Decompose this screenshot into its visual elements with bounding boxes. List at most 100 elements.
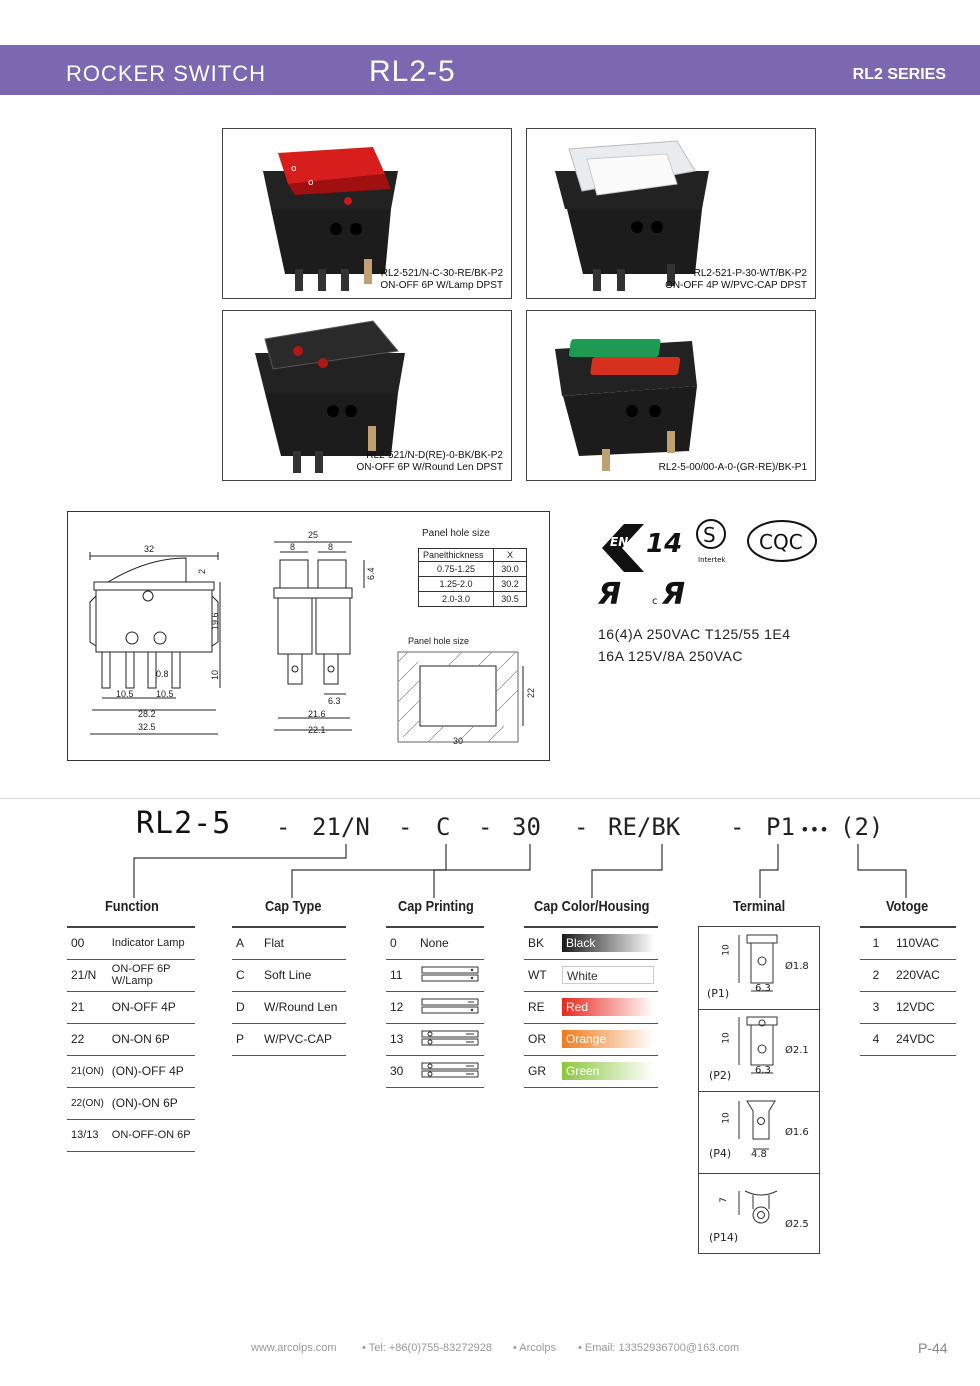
p4-width: 4.8	[751, 1149, 767, 1160]
function-code: 21(ON)	[67, 1055, 108, 1088]
table-cell: 0.75-1.25	[418, 561, 494, 577]
printing-symbol	[416, 1055, 484, 1088]
voltage-value: 24VDC	[892, 1023, 956, 1056]
function-desc: ON-OFF 6P W/Lamp	[107, 959, 195, 992]
color-code: RE	[524, 991, 558, 1024]
pn-cap-type: C	[436, 813, 451, 841]
printing-code: 11	[386, 959, 416, 992]
pn-sep: -	[398, 813, 413, 841]
svg-text:EN: EN	[610, 535, 628, 549]
svg-text:o: o	[308, 178, 314, 188]
p14-label: (P14)	[709, 1231, 739, 1244]
panel-hole-width: 30	[453, 736, 463, 746]
pn-terminal: P1	[766, 813, 795, 841]
dim-6-3: 6.3	[328, 696, 341, 706]
p4-label: (P4)	[709, 1147, 732, 1160]
dim-21-6: 21.6	[308, 709, 326, 719]
dim-10-5b: 10.5	[156, 689, 174, 699]
product-photo-3: RL2-521/N-D(RE)-0-BK/BK-P2 ON-OFF 6P W/R…	[222, 310, 512, 481]
panel-thickness-table: Panelthickness X 0.75-1.25 30.0 1.25-2.0…	[418, 548, 527, 607]
printing-code: 30	[386, 1055, 416, 1088]
table-cell: 30.5	[493, 591, 527, 607]
page-number: P-44	[918, 1340, 948, 1356]
product-caption-1: RL2-521/N-C-30-RE/BK-P2 ON-OFF 6P W/Lamp…	[380, 268, 503, 292]
terminal-p2: 10 Ø2.1 6.3 (P2)	[699, 1009, 819, 1092]
footer-email[interactable]: • Email: 13352936700@163.com	[578, 1342, 740, 1354]
terminal-p4: 10 Ø1.6 4.8 (P4)	[699, 1091, 819, 1174]
product-caption-2: RL2-521-P-30-WT/BK-P2 ON-OFF 4P W/PVC-CA…	[665, 268, 807, 292]
color-code: WT	[524, 959, 558, 992]
table-cell: 30.2	[493, 576, 527, 592]
terminal-p2-drawing	[738, 1016, 778, 1074]
rocker-switch-red-image: oo	[263, 147, 398, 291]
voltage-title: Votoge	[886, 898, 929, 915]
terminal-panel: 10 Ø1.8 6.3 (P1) 10 Ø2.1 6.3 (P2) 10 Ø1.…	[698, 926, 820, 1254]
ul-logo: Я c Я	[598, 577, 685, 612]
function-desc: (ON)-ON 6P	[107, 1087, 195, 1120]
function-desc: (ON)-OFF 4P	[107, 1055, 195, 1088]
dim-10: 10	[210, 670, 220, 680]
pn-sep: -	[276, 813, 291, 841]
product-photo-2: RL2-521-P-30-WT/BK-P2 ON-OFF 4P W/PVC-CA…	[526, 128, 816, 299]
terminal-p1: 10 Ø1.8 6.3 (P1)	[699, 927, 819, 1010]
footer-tel: • Tel: +86(0)755-83272928	[362, 1342, 492, 1354]
printing-symbol	[416, 959, 484, 992]
table-header: X	[493, 548, 527, 562]
pn-color: RE/BK	[608, 813, 681, 841]
pn-dots: •••	[800, 820, 829, 839]
product-caption-4: RL2-5-00/00-A-0-(GR-RE)/BK-P1	[659, 462, 807, 474]
voltage-value: 110VAC	[892, 926, 956, 960]
rocker-switch-black-image	[255, 320, 405, 473]
technical-drawing: 32 2 19.6 10 0.8 10.5 10.5 28.2 32.5 25 …	[67, 511, 550, 761]
caption-line: ON-OFF 6P W/Lamp DPST	[380, 280, 503, 291]
s-mark-logo: S Intertek	[696, 519, 726, 564]
dim-32-5: 32.5	[138, 722, 156, 732]
cul-c-text: c	[652, 596, 658, 607]
p1-diameter: Ø1.8	[785, 961, 809, 972]
panel-hole-title: Panel hole size	[408, 636, 469, 646]
cap-type-code: P	[232, 1023, 260, 1056]
pn-function: 21/N	[312, 813, 370, 841]
model-title: RL2-5	[369, 55, 456, 88]
rocker-switch-pvc-cap-image	[555, 140, 709, 291]
footer-website[interactable]: www.arcolps.com	[251, 1342, 337, 1354]
caption-line: RL2-521/N-C-30-RE/BK-P2	[380, 268, 503, 279]
function-code: 21	[67, 991, 108, 1024]
cert-logos: EN 14 S Intertek CQC Я c Я	[598, 519, 817, 612]
connector-lines	[133, 844, 907, 898]
function-code: 13/13	[67, 1119, 108, 1152]
printing-desc: None	[416, 926, 484, 960]
intertek-text: Intertek	[698, 556, 726, 564]
product-photo-4: RL2-5-00/00-A-0-(GR-RE)/BK-P1	[526, 310, 816, 481]
printing-symbol	[416, 991, 484, 1024]
function-code: 21/N	[67, 959, 108, 992]
p2-height: 10	[721, 1032, 732, 1044]
caption-line: ON-OFF 6P W/Round Len DPST	[356, 462, 503, 473]
function-code: 22(ON)	[67, 1087, 108, 1120]
pn-printing: 30	[512, 813, 541, 841]
color-code: OR	[524, 1023, 558, 1056]
dim-8b: 8	[328, 542, 333, 552]
section-divider	[0, 798, 980, 799]
voltage-code: 1	[860, 926, 892, 960]
part-number: RL2-5	[136, 806, 231, 841]
p4-diameter: Ø1.6	[785, 1127, 809, 1138]
printing-code: 12	[386, 991, 416, 1024]
function-desc: ON-ON 6P	[107, 1023, 195, 1056]
terminal-p14: 7 Ø2.5 (P14)	[699, 1173, 819, 1253]
rating-line-2: 16A 125V/8A 250VAC	[598, 648, 743, 664]
dim-19-6: 19.6	[210, 612, 220, 630]
cap-type-title: Cap Type	[265, 898, 322, 915]
p2-width: 6.3	[755, 1065, 771, 1076]
voltage-code: 2	[860, 959, 892, 992]
caption-line: ON-OFF 4P W/PVC-CAP DPST	[665, 280, 807, 291]
enec-logo: EN 14	[602, 524, 682, 572]
footer-brand: • Arcolps	[513, 1342, 556, 1354]
caption-line: RL2-521/N-D(RE)-0-BK/BK-P2	[366, 450, 503, 461]
table-cell: 30.0	[493, 561, 527, 577]
voltage-code: 3	[860, 991, 892, 1024]
header-bar: ROCKER SWITCH RL2-5 RL2 SERIES	[0, 45, 980, 95]
terminal-p14-drawing	[738, 1190, 778, 1224]
dim-22-1: 22.1	[308, 725, 326, 735]
